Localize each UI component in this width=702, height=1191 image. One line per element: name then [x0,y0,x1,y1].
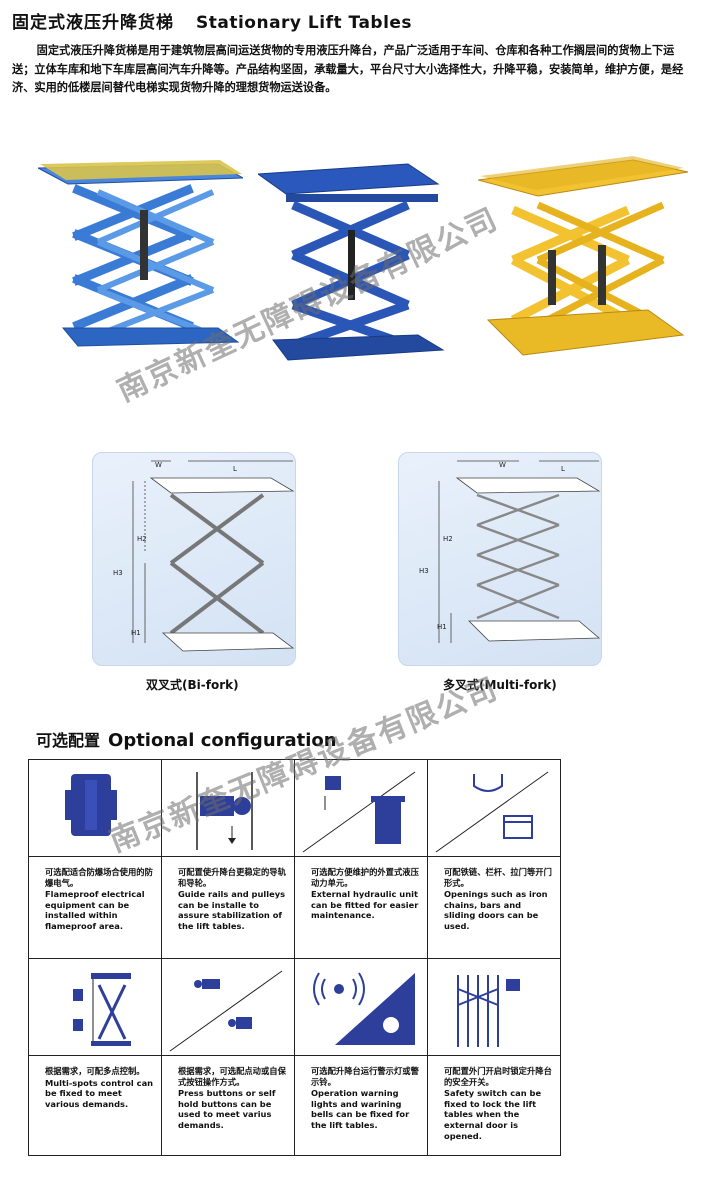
optional-config-grid: 可选配适合防爆场合使用的防爆电气。Flameproof electrical e… [28,759,561,1156]
option-en: Multi-spots control can be fixed to meet… [45,1077,154,1109]
warning-light-icon [313,972,415,1045]
diagram-multi-fork: W L H2 H3 H1 [398,452,602,666]
option-icon-cell [295,760,428,857]
option-cn: 可配铁链、栏杆、拉门等开门形式。 [444,867,552,888]
option-text-cell: 可选配方便维护的外置式液压动力单元。External hydraulic uni… [295,857,428,959]
product-photos [30,150,690,380]
option-text-cell: 可配铁链、栏杆、拉门等开门形式。Openings such as iron ch… [428,857,561,959]
option-en: External hydraulic unit can be fitted fo… [311,889,419,921]
title-english: Stationary Lift Tables [196,13,413,33]
dim-h3: H3 [113,569,123,577]
dim-h1: H1 [437,623,447,631]
option-en: Operation warning lights and warining be… [311,1088,410,1130]
option-text-cell: 根据需求，可选配点动或自保式按钮操作方式。Press buttons or se… [162,1056,295,1156]
optional-config-title: 可选配置 Optional configuration [36,727,337,751]
option-icon-cell [162,959,295,1056]
lift-photo-light-blue [38,160,243,347]
option-text-cell: 可配置使升降台更稳定的导轨和导轮。Guide rails and pulleys… [162,857,295,959]
dim-h3: H3 [419,567,429,575]
option-cn: 可配置外门开启时锁定升降台的安全开关。 [444,1066,552,1087]
option-en: Openings such as iron chains, bars and s… [444,889,548,931]
dim-l: L [233,465,237,473]
option-icon-cell [162,760,295,857]
dim-w: W [499,461,506,469]
option-cn: 根据需求，可选配点动或自保式按钮操作方式。 [178,1066,286,1087]
bi-fork-drawing: W L H2 H3 H1 [113,460,295,652]
lift-photo-yellow [478,156,689,356]
option-text-cell: 根据需求，可配多点控制。Multi-spots control can be f… [29,1056,162,1156]
option-text-cell: 可选配适合防爆场合使用的防爆电气。Flameproof electrical e… [29,857,162,959]
option-cn: 可选配适合防爆场合使用的防爆电气。 [45,867,153,888]
push-button-icon [169,970,283,1052]
multi-fork-drawing: W L H2 H3 H1 [419,460,601,643]
hydraulic-unit-icon [302,771,416,853]
dim-w: W [155,461,162,469]
option-en: Guide rails and pulleys can be installe … [178,889,286,931]
option-icon-cell [295,959,428,1056]
option-en: Press buttons or self hold buttons can b… [178,1088,276,1130]
option-en: Safety switch can be fixed to lock the l… [444,1088,542,1141]
option-en: Flameproof electrical equipment can be i… [45,889,145,931]
option-icon-cell [428,959,561,1056]
safety-switch-icon [457,975,520,1047]
multi-spot-control-icon [73,973,131,1046]
option-icon-cell [428,760,561,857]
diagram-bi-fork-caption: 双叉式(Bi-fork) [146,678,239,692]
option-cn: 根据需求，可配多点控制。 [45,1066,145,1076]
option-text-cell: 可配置外门开启时锁定升降台的安全开关。Safety switch can be … [428,1056,561,1156]
option-text-cell: 可选配升降台运行警示灯或警示铃。Operation warning lights… [295,1056,428,1156]
intro-paragraph: 固定式液压升降货梯是用于建筑物层高间运送货物的专用液压升降台，产品广泛适用于车间… [12,44,684,94]
diagram-multi-fork-caption: 多叉式(Multi-fork) [443,678,557,692]
dim-h2: H2 [443,535,453,543]
guide-rail-pulley-icon [196,772,253,850]
option-icon-cell [29,959,162,1056]
dim-h2: H2 [137,535,147,543]
dim-h1: H1 [131,629,141,637]
title-chinese: 固定式液压升降货梯 [12,13,174,33]
option-icon-cell [29,760,162,857]
option-cn: 可配置使升降台更稳定的导轨和导轮。 [178,867,286,888]
door-opening-icon [435,771,549,853]
page-title: 固定式液压升降货梯 Stationary Lift Tables [12,8,412,33]
explosion-proof-motor-icon [65,774,117,836]
optional-title-english: Optional configuration [108,730,337,751]
option-cn: 可选配升降台运行警示灯或警示铃。 [311,1066,419,1087]
lift-photo-dark-blue [258,163,445,361]
diagram-bi-fork: W L H2 H3 H1 [92,452,296,666]
optional-title-chinese: 可选配置 [36,731,101,750]
dim-l: L [561,465,565,473]
option-cn: 可选配方便维护的外置式液压动力单元。 [311,867,419,888]
